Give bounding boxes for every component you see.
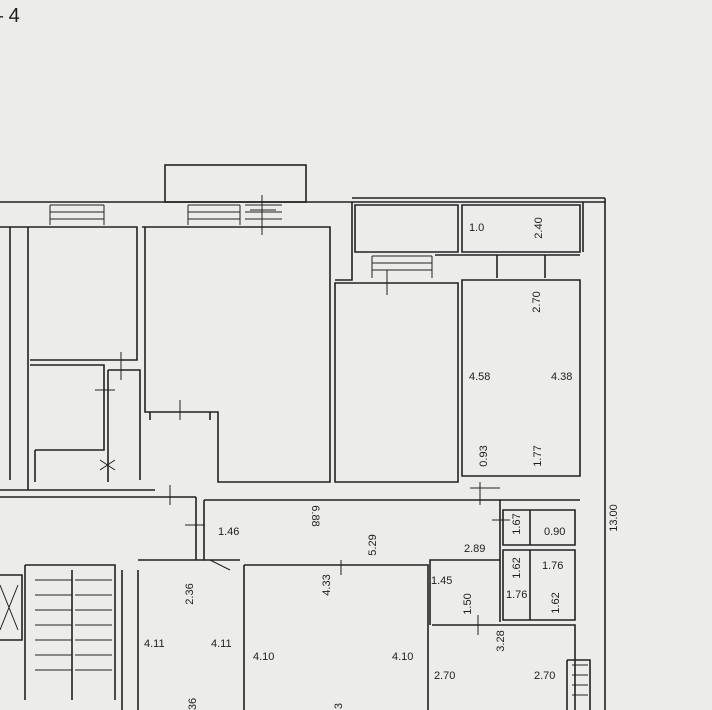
- windows: [35, 204, 588, 696]
- dimension-label: 5.29: [367, 534, 379, 555]
- dimension-label: 0.93: [478, 445, 490, 466]
- dimension-label: 4.38: [551, 371, 572, 383]
- dimension-label: 2.70: [534, 670, 555, 682]
- dimension-label: 1.62: [511, 557, 523, 578]
- dimension-label: 2.89: [464, 543, 485, 555]
- walls: [0, 164, 606, 710]
- dimension-label: 36: [187, 698, 199, 710]
- dimension-label: 2.70: [531, 291, 543, 312]
- dimension-label: 4.11: [144, 638, 165, 650]
- dimension-label: 4.11: [211, 638, 232, 650]
- dimension-label: 2.70: [434, 670, 455, 682]
- door-ticks: [95, 195, 510, 635]
- dimension-label: 4.58: [469, 371, 490, 383]
- dimension-label: 1.76: [506, 589, 527, 601]
- dimension-label: 1.50: [462, 593, 474, 614]
- dimension-label: 3.28: [495, 630, 507, 651]
- dimension-label: 0.90: [544, 526, 565, 538]
- dimension-label: 1.77: [532, 445, 544, 466]
- dimension-label: 1.0: [469, 222, 484, 234]
- dimension-label: 6.88: [309, 505, 321, 526]
- dimension-label: 4.10: [253, 651, 274, 663]
- dimension-labels: 1.0 2.40 2.70 4.58 4.38 0.93 1.77 13.00 …: [144, 217, 620, 710]
- sheet-label: – 4: [0, 5, 20, 27]
- dimension-label: 1.76: [542, 560, 563, 572]
- dimension-label: 1.46: [218, 526, 239, 538]
- dimension-label: 13.00: [608, 504, 620, 532]
- dimension-label: 3: [333, 703, 345, 709]
- dimension-label: 2.36: [184, 583, 196, 604]
- dimension-label: 4.10: [392, 651, 413, 663]
- dimension-label: 1.62: [550, 592, 562, 613]
- dimension-label: 1.45: [431, 575, 452, 587]
- dimension-label: 4.33: [321, 574, 333, 595]
- dimension-label: 2.40: [533, 217, 545, 238]
- dimension-label: 1.67: [511, 513, 523, 534]
